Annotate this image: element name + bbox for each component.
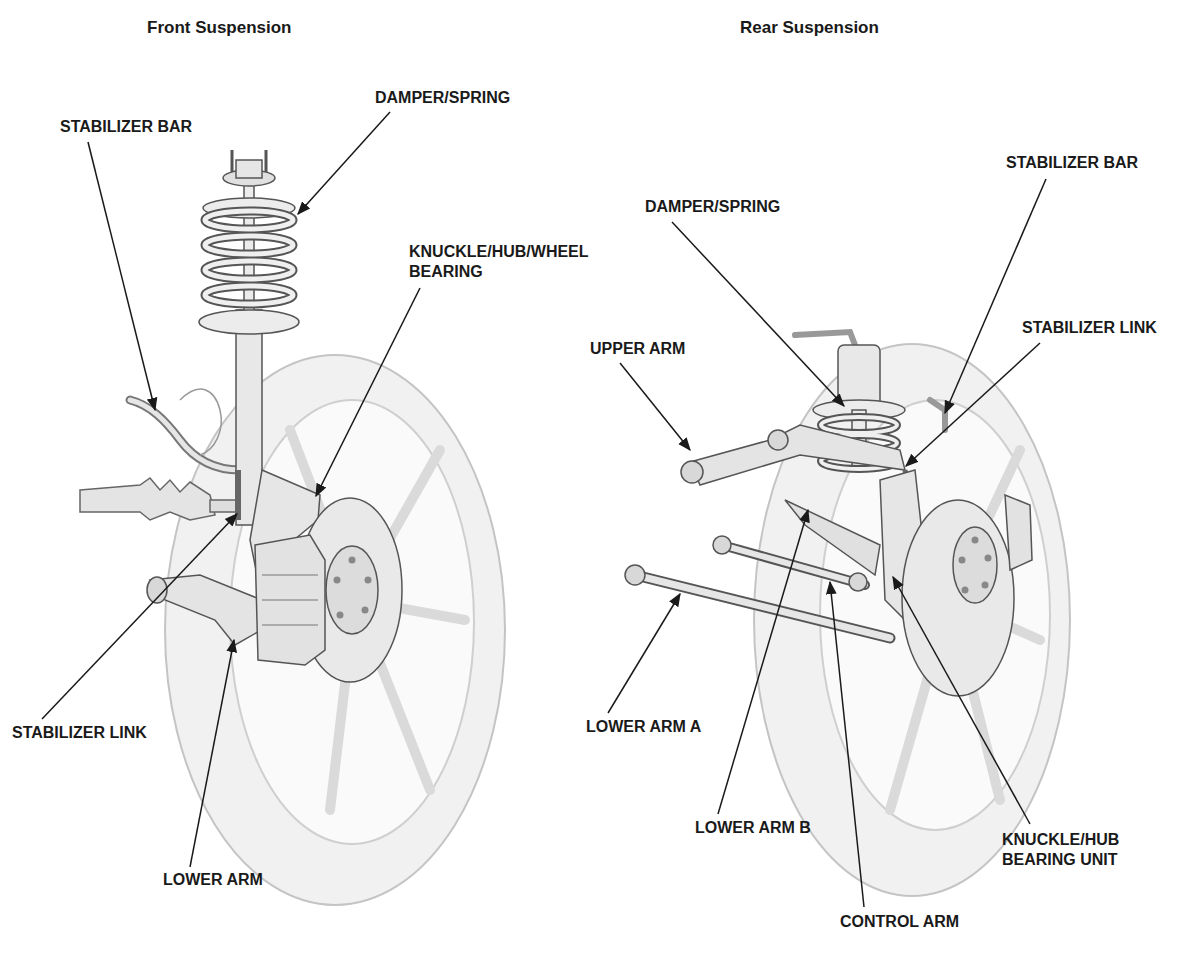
- hub: [326, 546, 378, 634]
- leader-line: [608, 594, 680, 713]
- leader-line: [620, 363, 690, 450]
- stabilizer-link: [235, 470, 241, 520]
- leader-line: [718, 510, 808, 814]
- wheel-studs: [959, 537, 992, 594]
- wheel-studs: [334, 557, 372, 619]
- part-label: KNUCKLE/HUB BEARING UNIT: [1002, 830, 1152, 870]
- brake-disc: [902, 500, 1014, 696]
- leader-line: [945, 179, 1046, 413]
- part-label: STABILIZER BAR: [60, 117, 192, 137]
- part-label: STABILIZER LINK: [12, 723, 147, 743]
- front-spring-highlight: [205, 211, 293, 304]
- leader-line: [906, 343, 1040, 466]
- brake-caliper: [1005, 495, 1032, 570]
- bushing: [768, 430, 788, 450]
- rim: [230, 400, 474, 844]
- front-wheel: [165, 355, 505, 905]
- brake-caliper: [255, 535, 325, 665]
- bushing: [625, 565, 645, 585]
- bushing: [681, 461, 703, 483]
- leader-line: [893, 577, 1030, 824]
- lower-arm-b-fill: [722, 545, 865, 585]
- caliper-ribs: [262, 575, 318, 625]
- leader-line: [672, 222, 844, 406]
- lower-arm-b: [722, 545, 865, 585]
- upper-arm: [690, 425, 905, 485]
- leader-line: [830, 582, 864, 907]
- section-heading: Rear Suspension: [740, 18, 879, 38]
- bushing: [713, 536, 731, 554]
- bushing: [849, 573, 867, 591]
- tire: [165, 355, 505, 905]
- leader-lines: [42, 112, 1046, 907]
- part-label: LOWER ARM: [163, 870, 263, 890]
- part-label: LOWER ARM A: [586, 717, 701, 737]
- leader-line: [42, 514, 237, 719]
- part-label: STABILIZER LINK: [1022, 318, 1157, 338]
- part-label: DAMPER/SPRING: [645, 197, 780, 217]
- leader-line: [88, 142, 155, 410]
- leader-line: [316, 288, 420, 496]
- section-heading: Front Suspension: [147, 18, 292, 38]
- hub: [953, 527, 997, 603]
- stabilizer-bar: [130, 400, 240, 470]
- part-label: KNUCKLE/HUB/WHEEL BEARING: [409, 242, 649, 282]
- front-strut: [199, 150, 299, 525]
- brake-hose: [180, 389, 221, 455]
- part-label: STABILIZER BAR: [1006, 153, 1138, 173]
- rim: [820, 400, 1050, 830]
- part-label: LOWER ARM B: [695, 818, 811, 838]
- stabilizer-bar-highlight: [130, 400, 240, 470]
- leader-line: [298, 112, 390, 214]
- part-label: CONTROL ARM: [840, 912, 959, 932]
- front-spring: [205, 211, 293, 304]
- part-label: DAMPER/SPRING: [375, 88, 510, 108]
- leader-line: [190, 640, 234, 867]
- part-label: UPPER ARM: [590, 339, 685, 359]
